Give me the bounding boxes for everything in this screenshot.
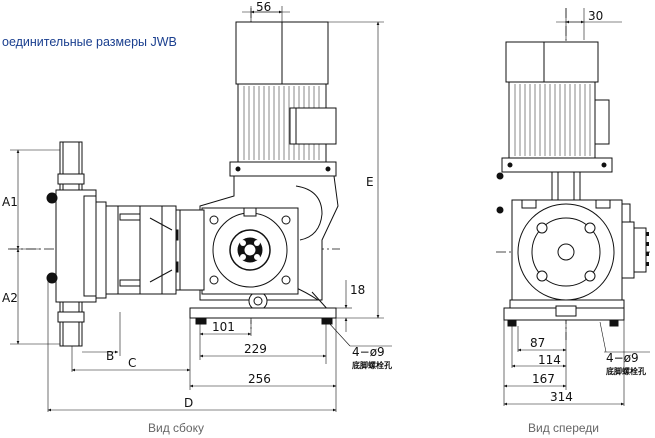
front-dim-87: 87	[530, 336, 545, 350]
front-view	[496, 8, 650, 406]
front-dim-top: 30	[588, 9, 603, 23]
side-dim-E: E	[366, 175, 374, 189]
front-dim-167: 167	[532, 372, 555, 386]
side-adapter	[171, 209, 205, 291]
side-valve-assembly	[46, 141, 97, 347]
side-motor	[229, 21, 337, 177]
side-dim-top: 56	[256, 0, 271, 14]
front-bolt-left-low	[496, 206, 504, 214]
side-holes-cn: 底脚螺栓孔	[351, 360, 392, 370]
side-pump-head	[95, 201, 177, 299]
front-holes-label: 4−ø9	[606, 351, 639, 365]
drawing-title: оединительные размеры JWB	[2, 35, 177, 49]
side-dim-18: 18	[350, 283, 365, 297]
front-bolt-left	[496, 172, 504, 180]
front-dim-114: 114	[538, 353, 561, 367]
side-dim-B: B	[106, 349, 114, 363]
side-dim-C: C	[128, 356, 136, 370]
side-holes-label: 4−ø9	[352, 345, 385, 359]
side-view	[8, 6, 392, 412]
side-dim-A2: A2	[2, 291, 18, 305]
side-dim-256: 256	[248, 372, 271, 386]
side-base-plate	[189, 307, 337, 325]
front-base-plate	[503, 305, 625, 327]
side-dim-D: D	[184, 396, 193, 410]
front-dim-314: 314	[550, 390, 573, 404]
side-dim-229: 229	[244, 342, 267, 356]
front-gauge-knob	[621, 203, 649, 279]
front-motor	[501, 41, 613, 173]
side-dim-A1: A1	[2, 195, 18, 209]
side-flange	[201, 207, 299, 295]
front-housing	[509, 171, 625, 309]
side-dim-101: 101	[212, 320, 235, 334]
front-holes-cn: 底脚螺栓孔	[605, 366, 646, 376]
front-caption: Вид спереди	[528, 421, 599, 435]
side-caption: Вид сбоку	[148, 421, 204, 435]
